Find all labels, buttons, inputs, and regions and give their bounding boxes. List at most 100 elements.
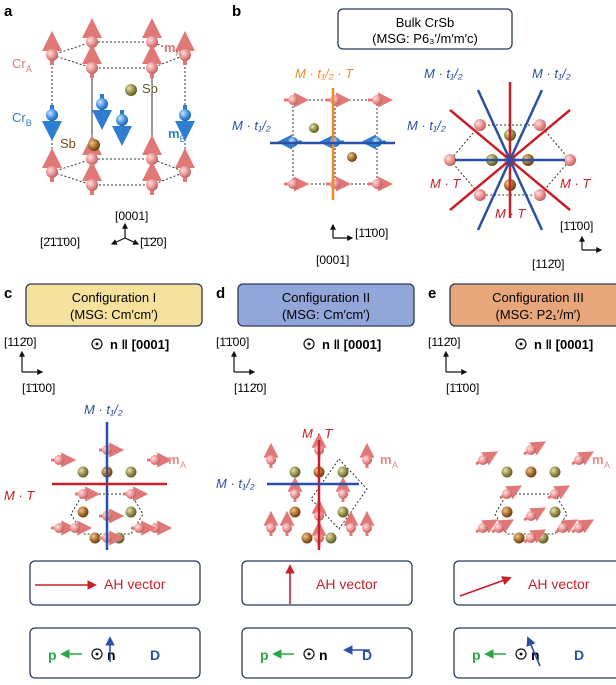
out-of-plane-icon [91, 338, 103, 350]
ah-vector-label: AH vector [316, 576, 378, 592]
p-label: p [48, 647, 57, 663]
axis-label-up: [112̄0] [4, 335, 36, 349]
mirror-label: M · T [4, 488, 35, 503]
mirror-lines-top [449, 82, 571, 231]
cr-atom [564, 154, 576, 166]
mirror-label: M · t₁/₂ [84, 402, 123, 417]
axis-label: [0001] [316, 253, 349, 267]
config-title: Configuration I [72, 290, 157, 305]
config-box [25, 283, 203, 327]
sb-atom [77, 466, 89, 478]
cr-atom [150, 523, 160, 533]
label-m-a: m [592, 452, 604, 467]
out-of-plane-icon [303, 648, 315, 660]
sb-atom [513, 532, 525, 544]
cr-a-atom [86, 36, 98, 48]
sb-atom [549, 506, 561, 518]
mirror-label: M · t₁/₂ [532, 66, 571, 81]
cr-a-atom [146, 62, 158, 74]
cr-atom [78, 489, 88, 499]
unit-cell-outline [310, 458, 368, 530]
out-of-plane-icon [91, 648, 103, 660]
lattice [263, 432, 375, 546]
axis-label: [1̄1̄00] [560, 219, 593, 233]
cr-b-atom [116, 114, 128, 126]
pnd-box [241, 627, 413, 679]
cr-atom [330, 179, 340, 189]
lattice [475, 441, 595, 544]
cr-atom [494, 523, 504, 533]
label-m-a-sub: A [180, 460, 186, 470]
label-m-a: mA [164, 40, 182, 58]
d-label: D [362, 647, 372, 663]
cr-b-atom [179, 109, 191, 121]
config-box [449, 283, 616, 327]
cr-b-atom [46, 109, 58, 121]
cr-atom [330, 95, 340, 105]
cr-a-atom [46, 166, 58, 178]
cr-a-atoms [42, 18, 195, 195]
out-of-plane-dot [95, 342, 99, 346]
cr-atom [288, 179, 298, 189]
cr-a-atom [86, 153, 98, 165]
axis-label-up: [1̄1̄00] [216, 335, 249, 349]
panel-letter-b: b [232, 3, 241, 20]
axis-label-right: [̄1̄2̄0] [140, 235, 167, 249]
bulk-msg: (MSG: P6₃′/m′m′c) [372, 31, 478, 46]
panel-a: a CrA CrB Sb Sb mA mB [0001] [2̄1̄1̄00] … [4, 3, 195, 249]
mirror-label-mt12t: M · t₁/₂ · T [295, 66, 354, 81]
cr-a-atom [86, 179, 98, 191]
n-direction-label: n ‖ [0001] [322, 337, 381, 352]
sb-atom [325, 532, 337, 544]
n-label: n [319, 647, 328, 663]
sb-atom [289, 466, 301, 478]
cr-a-atom [179, 49, 191, 61]
config-msg: (MSG: Cm′cm′) [282, 307, 370, 322]
cr-atom [550, 489, 560, 499]
cr-atom [70, 523, 80, 533]
out-of-plane-icon [515, 648, 527, 660]
cr-a-atom [146, 153, 158, 165]
cr-atom [290, 489, 300, 499]
d-arrow [526, 636, 541, 667]
n-label: n [107, 647, 116, 663]
sb-atom [88, 139, 100, 151]
mirror-label: M · t₁/₂ [407, 118, 446, 133]
axis-label: [1̄1̄00] [355, 226, 388, 240]
label-m-a: m [380, 452, 392, 467]
cr-atom [126, 489, 136, 499]
ah-vector-label: AH vector [104, 576, 166, 592]
pnd-box [29, 627, 201, 679]
sb-atom [309, 123, 319, 133]
bulk-side-view: M · t₁/₂ · T M · t₁/₂ [1̄1̄00] [0001] [232, 66, 395, 267]
cr-atom [526, 511, 536, 521]
cr-atom [372, 179, 382, 189]
d-label: D [574, 647, 584, 663]
label-m-a-sub: A [392, 460, 398, 470]
mirror-label: M · T [302, 426, 333, 441]
mirror-label: M · t₁/₂ [216, 476, 255, 491]
mirror-label: M · T [560, 176, 591, 191]
mirror-label: M · T [430, 176, 461, 191]
d-label: D [150, 647, 160, 663]
panel-letter-e: e [428, 285, 436, 302]
sb-atom [525, 466, 537, 478]
cr-a-atom [146, 36, 158, 48]
cr-atom [574, 455, 584, 465]
cr-atom [150, 455, 160, 465]
p-label: p [260, 647, 269, 663]
cr-atom [362, 523, 372, 533]
sb-atom [501, 466, 513, 478]
config-title: Configuration II [282, 290, 370, 305]
cr-atom [282, 523, 292, 533]
cr-atom [526, 445, 536, 455]
cr-atom [502, 489, 512, 499]
msg-box-bulk [337, 8, 513, 50]
ah-vector-box [453, 560, 616, 606]
cr-atom [372, 95, 382, 105]
cr-atom [478, 455, 488, 465]
cr-atom [534, 189, 546, 201]
axis-label-up: [112̄0] [428, 335, 460, 349]
